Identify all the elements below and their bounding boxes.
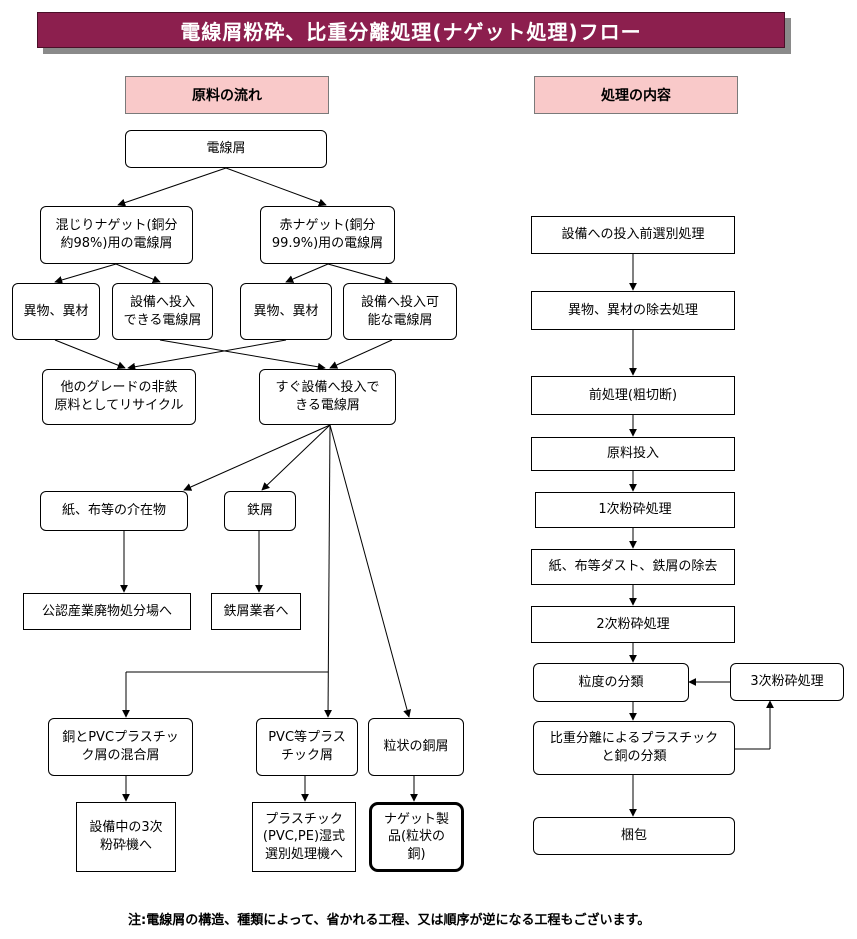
node-pvc-plastic: PVC等プラス チック屑	[256, 718, 358, 776]
node-iron-scrap: 鉄屑	[224, 491, 296, 531]
node-foreign-matter-2: 異物、異材	[240, 283, 332, 340]
step-tertiary-crushing: 3次粉砕処理	[730, 663, 844, 701]
page-title: 電線屑粉砕、比重分離処理(ナゲット処理)フロー	[37, 12, 785, 48]
step-packing: 梱包	[533, 817, 735, 855]
step-dust-iron-removal: 紙、布等ダスト、鉄屑の除去	[531, 549, 735, 585]
step-primary-crushing: 1次粉砕処理	[535, 492, 735, 528]
node-granular-copper: 粒状の銅屑	[368, 718, 464, 776]
node-recycle: 他のグレードの非鉄 原料としてリサイクル	[42, 369, 196, 425]
header-material-flow: 原料の流れ	[125, 76, 329, 114]
step-material-input: 原料投入	[531, 437, 735, 471]
step-foreign-removal: 異物、異材の除去処理	[531, 291, 735, 330]
node-copper-pvc-mix: 銅とPVCプラスチッ ク屑の混合屑	[48, 718, 193, 776]
step-rough-cutting: 前処理(粗切断)	[531, 376, 735, 415]
step-size-classification: 粒度の分類	[533, 663, 689, 702]
node-red-nugget-scrap: 赤ナゲット(銅分 99.9%)用の電線屑	[260, 206, 395, 264]
header-process-content: 処理の内容	[534, 76, 738, 114]
step-secondary-crushing: 2次粉砕処理	[531, 606, 735, 643]
node-paper-cloth: 紙、布等の介在物	[40, 491, 188, 531]
node-mixed-nugget-scrap: 混じりナゲット(銅分 約98%)用の電線屑	[40, 206, 193, 264]
node-landfill: 公認産業廃物処分場へ	[23, 593, 191, 630]
step-gravity-separation: 比重分離によるプラスチック と銅の分類	[533, 721, 735, 775]
node-nugget-product: ナゲット製 品(粒状の 銅)	[369, 802, 464, 872]
node-input-ready-scrap-2: 設備へ投入可 能な電線屑	[343, 283, 457, 340]
node-wire-scrap: 電線屑	[125, 130, 327, 168]
node-foreign-matter-1: 異物、異材	[12, 283, 100, 340]
node-immediate-input: すぐ設備へ投入で きる電線屑	[259, 369, 396, 425]
node-wet-separator: プラスチック (PVC,PE)湿式 選別処理機へ	[252, 802, 356, 872]
step-pre-sorting: 設備への投入前選別処理	[531, 216, 735, 254]
footnote: 注:電線屑の構造、種類によって、省かれる工程、又は順序が逆になる工程もございます…	[128, 913, 651, 928]
node-input-ready-scrap-1: 設備へ投入 できる電線屑	[112, 283, 213, 340]
node-iron-dealer: 鉄屑業者へ	[211, 593, 301, 630]
node-tertiary-crusher: 設備中の3次 粉砕機へ	[76, 802, 176, 872]
